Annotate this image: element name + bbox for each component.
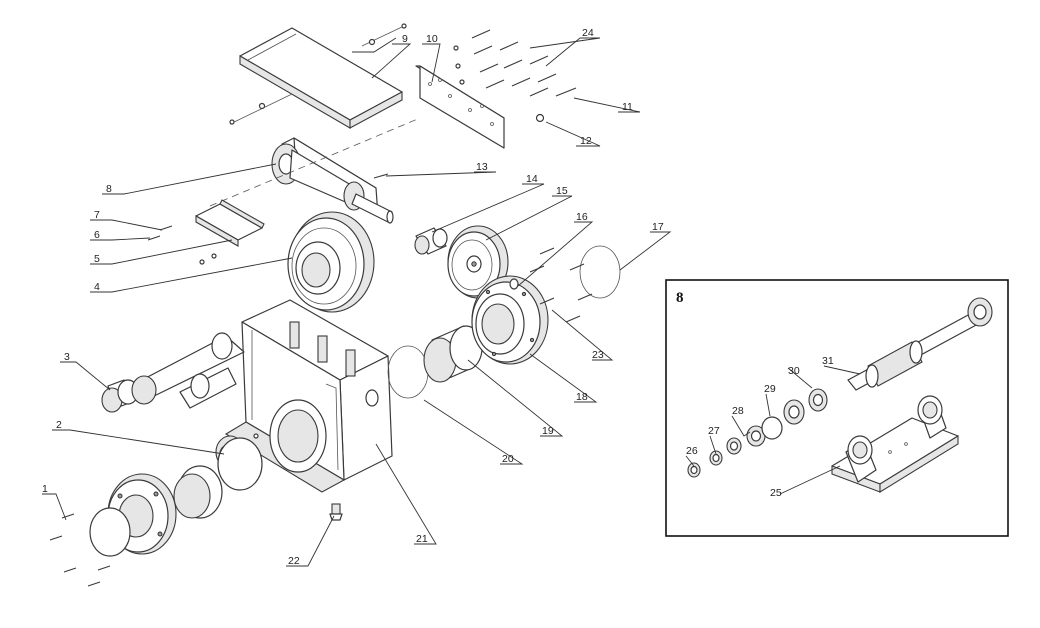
callout-10: 10 [426, 33, 438, 45]
callout-26: 26 [686, 445, 698, 457]
callout-19: 19 [542, 425, 554, 437]
part-1-bolts [49, 513, 111, 587]
part-5-bracket [195, 199, 265, 247]
callout-25: 25 [770, 487, 782, 499]
part-4-wheel [287, 211, 375, 313]
callout-5: 5 [94, 253, 100, 265]
callout-13: 13 [476, 161, 488, 173]
callout-labels: 1 2 3 4 5 6 7 8 9 10 11 12 13 14 15 16 1… [42, 27, 664, 567]
callout-29: 29 [764, 383, 776, 395]
part-9-cover-plate [239, 27, 403, 129]
callout-21: 21 [416, 533, 428, 545]
callout-2: 2 [56, 419, 62, 431]
inset-leader-lines [685, 365, 861, 495]
inset-base-25 [831, 395, 959, 493]
callout-1: 1 [42, 483, 48, 495]
callout-3: 3 [64, 351, 70, 363]
inset-shaft-31 [847, 297, 993, 391]
part-6-7-bolts [147, 225, 217, 265]
part-17-oring [579, 245, 621, 299]
callout-20: 20 [502, 453, 514, 465]
housing-side-shaft [131, 332, 245, 409]
leader-lines [42, 37, 672, 567]
callout-18: 18 [576, 391, 588, 403]
part-9-fasteners [229, 23, 407, 125]
callout-30: 30 [788, 365, 800, 377]
detail-inset-8: 8 [665, 279, 1009, 537]
callout-17: 17 [652, 221, 664, 233]
part-23-bolts [529, 247, 593, 323]
part-24-bolts [453, 29, 577, 123]
callout-27: 27 [708, 425, 720, 437]
assembly-centerline [209, 117, 421, 207]
part-16-washer [509, 278, 519, 290]
callout-8: 8 [106, 183, 112, 195]
callout-12: 12 [580, 135, 592, 147]
inset-title: 8 [676, 290, 684, 306]
callout-14: 14 [526, 173, 538, 185]
callout-31: 31 [822, 355, 834, 367]
callout-9: 9 [402, 33, 408, 45]
callout-6: 6 [94, 229, 100, 241]
callout-22: 22 [288, 555, 300, 567]
callout-24: 24 [582, 27, 594, 39]
part-8-shaft-assembly [271, 137, 394, 224]
inset-bearings [687, 388, 828, 478]
part-18-bearing-cover [471, 275, 549, 365]
part-3-bushing [101, 379, 139, 413]
part-22-plug [329, 503, 343, 521]
part-13-pin [373, 173, 389, 179]
callout-28: 28 [732, 405, 744, 417]
part-1-end-flange [89, 437, 263, 557]
callout-7: 7 [94, 209, 100, 221]
part-21-housing [224, 299, 393, 493]
callout-16: 16 [576, 211, 588, 223]
part-20-oring [387, 345, 429, 399]
callout-15: 15 [556, 185, 568, 197]
callout-11: 11 [622, 101, 633, 113]
callout-23: 23 [592, 349, 604, 361]
part-10-mounting-plate [415, 65, 505, 149]
part-14-sleeve [414, 227, 448, 255]
callout-4: 4 [94, 281, 100, 293]
